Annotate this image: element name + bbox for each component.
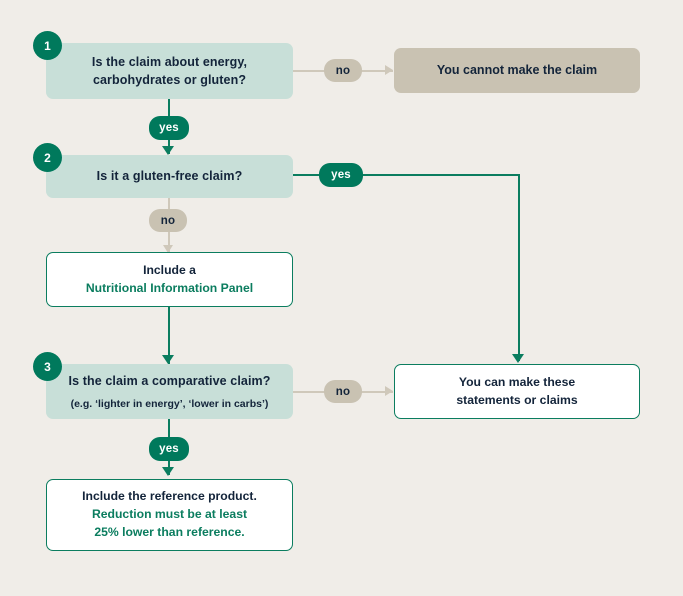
connector-step2-yes-vertical: [517, 174, 520, 361]
step1-question-line1: Is the claim about energy,: [91, 54, 248, 69]
connector-step2-yes-horizontal: [293, 174, 520, 177]
connector-nip-to-step3: [168, 307, 171, 364]
arrowhead-step1-yes: [162, 146, 174, 155]
node-can-make-claims[interactable]: You can make these statements or claims: [394, 364, 640, 419]
edge-label-step1-no: no: [324, 59, 362, 82]
step2-question-text: Is it a gluten-free claim?: [96, 169, 243, 184]
edge-label-step3-yes: yes: [149, 437, 189, 461]
nip-line2: Nutritional Information Panel: [85, 280, 254, 295]
can-make-claims-line1: You can make these: [458, 374, 576, 389]
can-make-claims-line2: statements or claims: [456, 392, 578, 407]
arrowhead-step1-no: [385, 65, 393, 75]
edge-label-step2-yes: yes: [319, 163, 363, 187]
step-badge-1: 1: [33, 31, 62, 60]
step1-question-line2: carbohydrates or gluten?: [92, 73, 247, 87]
node-step1-question[interactable]: Is the claim about energy, carbohydrates…: [46, 43, 293, 99]
node-cannot-make-claim[interactable]: You cannot make the claim: [394, 48, 640, 93]
edge-label-step2-no: no: [149, 209, 187, 232]
arrowhead-step3-no: [385, 386, 393, 396]
reference-line1: Include the reference product.: [82, 489, 257, 504]
step3-question-text: Is the claim a comparative claim?: [68, 373, 271, 388]
step-badge-2: 2: [33, 143, 62, 172]
edge-label-step3-no: no: [324, 380, 362, 403]
arrowhead-nip-to-step3: [162, 355, 174, 364]
arrowhead-step3-yes: [162, 467, 174, 476]
reference-line2: Reduction must be at least: [91, 507, 248, 522]
node-step3-question[interactable]: Is the claim a comparative claim? (e.g. …: [46, 364, 293, 419]
edge-label-step1-yes: yes: [149, 116, 189, 140]
step-badge-3: 3: [33, 352, 62, 381]
cannot-make-claim-label: You cannot make the claim: [436, 63, 598, 78]
step3-question-example: (e.g. ‘lighter in energy’, ‘lower in car…: [70, 397, 269, 410]
arrowhead-step2-no: [163, 245, 173, 253]
nip-line1: Include a: [143, 262, 196, 277]
node-step2-question[interactable]: Is it a gluten-free claim?: [46, 155, 293, 198]
node-reference-product[interactable]: Include the reference product. Reduction…: [46, 479, 293, 551]
node-nutritional-information-panel[interactable]: Include a Nutritional Information Panel: [46, 252, 293, 307]
reference-line3: 25% lower than reference.: [94, 524, 245, 539]
arrowhead-step2-yes: [512, 354, 524, 363]
